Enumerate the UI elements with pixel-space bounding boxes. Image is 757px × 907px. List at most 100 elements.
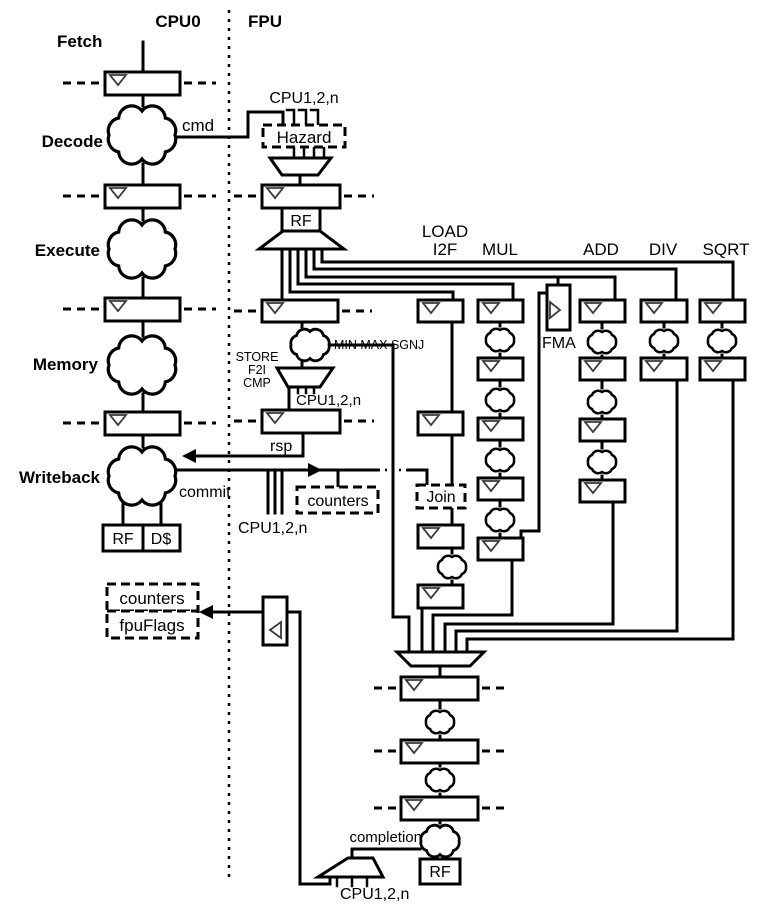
sqrt-logic-cloud bbox=[706, 328, 738, 354]
counters-output-label: counters bbox=[119, 589, 184, 608]
pin-wire-2 bbox=[309, 108, 320, 127]
clock-triangle-icon bbox=[481, 360, 501, 373]
load-stage3-register bbox=[416, 523, 465, 550]
div-stage1-register bbox=[639, 298, 689, 324]
wire-15 bbox=[304, 247, 617, 302]
div-stage1-register-body bbox=[639, 298, 689, 324]
join-box bbox=[415, 483, 467, 510]
fpu-title: FPU bbox=[248, 12, 282, 31]
store-cmp-mux bbox=[274, 366, 336, 389]
hazard-box bbox=[261, 123, 347, 149]
fpuflags-output-box bbox=[105, 609, 200, 640]
muxes bbox=[254, 156, 488, 879]
result-logic-cloud-2 bbox=[424, 767, 456, 793]
result-logic-cloud-1 bbox=[424, 709, 456, 735]
mul-stage3-register bbox=[476, 416, 525, 442]
sqrt-stage1-register-body bbox=[698, 298, 747, 324]
unit-load-label: LOAD bbox=[422, 222, 468, 241]
unit-sqrt-label: SQRT bbox=[703, 240, 750, 259]
wire-45 bbox=[519, 291, 549, 540]
unit-i2f-label: I2F bbox=[433, 240, 458, 259]
sqrt-stage1-register bbox=[698, 298, 747, 324]
wire-10 bbox=[173, 110, 285, 139]
completion-signal-label: completion bbox=[349, 829, 422, 846]
clock-triangle-icon bbox=[481, 420, 501, 433]
clock-triangle-icon bbox=[108, 187, 128, 200]
multi-cpu-label-commit: CPU1,2,n bbox=[238, 520, 307, 537]
add-logic-cloud-3 bbox=[586, 449, 618, 475]
stage-decode-label: Decode bbox=[42, 132, 103, 151]
fpu-rsp-register bbox=[260, 408, 342, 435]
hazard-label: Hazard bbox=[277, 128, 332, 147]
clock-triangle-icon bbox=[265, 187, 285, 200]
div-stage2-register-body bbox=[639, 356, 689, 382]
clock-triangle-icon bbox=[404, 799, 424, 812]
clock-triangle-icon bbox=[481, 480, 501, 493]
fpu-ops-cloud bbox=[289, 327, 331, 363]
mul-logic-cloud-1 bbox=[484, 327, 516, 353]
minmax-ops-label: MIN MAX SGNJ bbox=[334, 338, 424, 352]
counters-output-box bbox=[105, 582, 200, 613]
multi-cpu-label-bottom: CPU1,2,n bbox=[340, 886, 409, 903]
rsp-arrowhead bbox=[182, 449, 196, 463]
add-stage4-register-body bbox=[578, 478, 627, 504]
register-side-dashes bbox=[63, 81, 506, 810]
fpu-result-rf-label: RF bbox=[429, 864, 451, 881]
rsp-signal-label: rsp bbox=[270, 438, 292, 455]
stage-execute-label: Execute bbox=[35, 241, 100, 260]
clock-triangle-icon bbox=[549, 300, 562, 320]
load-stage2-register-body bbox=[416, 410, 465, 437]
load-stage3-register-body bbox=[416, 523, 465, 550]
clock-triangle-icon bbox=[583, 302, 603, 315]
clock-triangle-icon bbox=[421, 527, 441, 540]
counters-mid-label: counters bbox=[307, 493, 368, 510]
wire-58 bbox=[465, 378, 735, 654]
result-stage2-register bbox=[399, 738, 480, 765]
fpu-issue-register bbox=[260, 298, 340, 324]
completion-logic-cloud bbox=[419, 823, 461, 859]
clock-triangle-icon bbox=[703, 360, 723, 373]
memory-writeback-register bbox=[103, 410, 182, 437]
rf-fanout-mux bbox=[254, 229, 349, 251]
wire-44 bbox=[431, 558, 514, 654]
cpu0-title: CPU0 bbox=[155, 12, 200, 31]
mul-stage1-register bbox=[476, 298, 525, 324]
stage-memory-label: Memory bbox=[33, 355, 99, 374]
wire-13 bbox=[288, 247, 455, 302]
clock-triangle-icon bbox=[108, 414, 128, 427]
completion-demux bbox=[312, 856, 386, 879]
clock-triangle-icon bbox=[421, 414, 441, 427]
clock-triangle-icon bbox=[268, 620, 282, 640]
load-stage4-register-body bbox=[416, 583, 465, 610]
mul-logic-cloud-3 bbox=[484, 447, 516, 473]
f2i-op-label: F2I bbox=[248, 363, 266, 377]
fpuflags-output-label: fpuFlags bbox=[119, 616, 184, 635]
clock-triangle-icon bbox=[644, 360, 664, 373]
mul-stage1-register-body bbox=[476, 298, 525, 324]
mul-stage5-register-body bbox=[476, 536, 525, 562]
commit-arrowhead bbox=[308, 463, 322, 477]
add-stage1-register bbox=[578, 298, 627, 324]
clock-triangle-icon bbox=[108, 300, 128, 313]
store-op-label: STORE bbox=[236, 350, 279, 364]
cpu0-dcache-box bbox=[141, 523, 182, 553]
cpu0-dcache-label: D$ bbox=[151, 531, 172, 548]
multi-cpu-label-top: CPU1,2,n bbox=[269, 90, 338, 107]
clock-triangle-icon bbox=[404, 679, 424, 692]
clock-triangle-icon bbox=[404, 742, 424, 755]
decode-logic-cloud bbox=[106, 104, 178, 166]
unit-fma-label: FMA bbox=[542, 335, 576, 352]
clock-triangle-icon bbox=[481, 302, 501, 315]
stage-writeback-label: Writeback bbox=[19, 468, 100, 487]
sqrt-stage2-register bbox=[698, 356, 747, 382]
add-logic-cloud-2 bbox=[586, 389, 618, 415]
add-stage2-register-body bbox=[578, 356, 627, 382]
wire-21 bbox=[328, 343, 411, 654]
labels: CPU0 FPU Fetch Decode Execute Memory Wri… bbox=[19, 12, 749, 903]
mul-stage4-register-body bbox=[476, 476, 525, 502]
mul-stage3-register-body bbox=[476, 416, 525, 442]
clock-triangle-icon bbox=[703, 302, 723, 315]
clock-triangle-icon bbox=[108, 74, 128, 87]
mul-logic-cloud-4 bbox=[484, 507, 516, 533]
div-stage2-register bbox=[639, 356, 689, 382]
